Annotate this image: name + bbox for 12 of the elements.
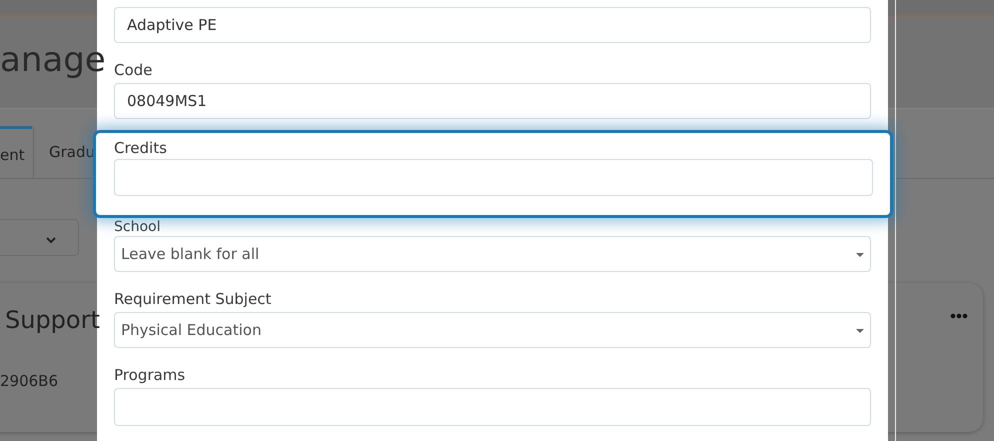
field-label: Credits: [114, 139, 167, 157]
input-field: Adaptive PE: [114, 7, 871, 43]
card-text: 2906B6: [0, 372, 58, 390]
input-field: 08049MS1: [114, 83, 871, 119]
field-label: Programs: [114, 366, 186, 384]
field-label: School: [114, 219, 160, 235]
field-label: Code: [114, 61, 152, 79]
field-label: Requirement Subject: [114, 290, 272, 308]
tab: ent: [0, 126, 32, 181]
highlight-box: [93, 130, 893, 218]
dropdown: Leave blank for all: [114, 236, 871, 272]
dropdown: Physical Education: [114, 312, 871, 348]
